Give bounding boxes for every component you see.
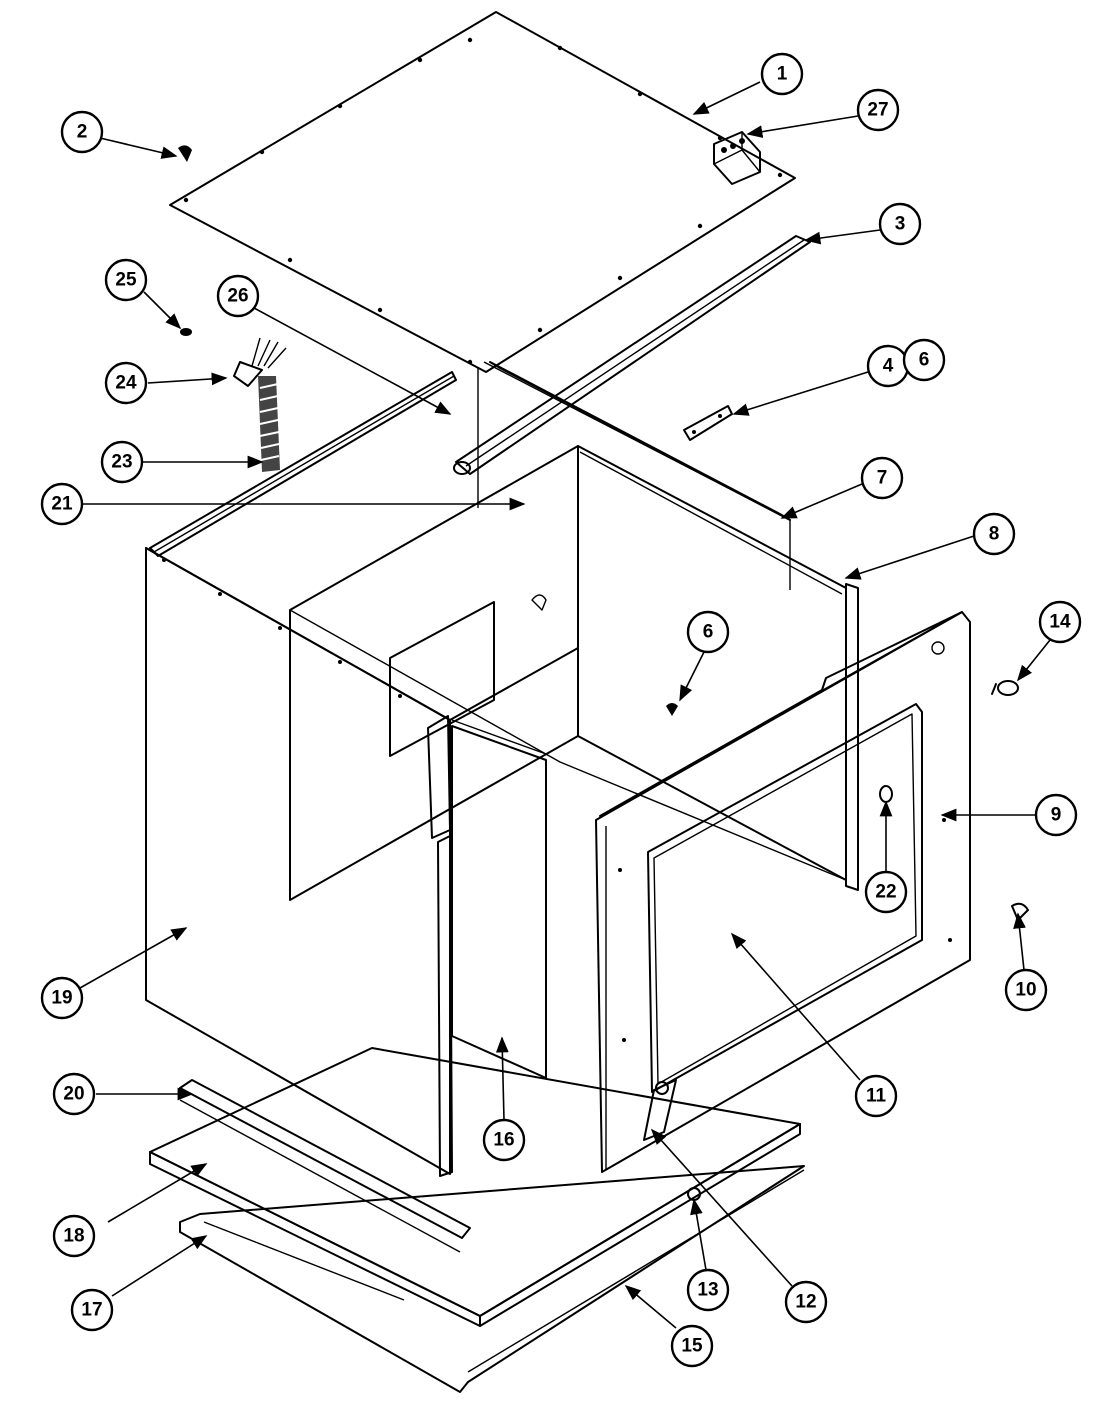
callout-12: 12: [784, 1280, 828, 1324]
screw-part-6: [666, 703, 678, 716]
face-frame: [595, 611, 971, 1173]
callout-label: 20: [63, 1084, 84, 1105]
callout-19: 19: [40, 976, 84, 1020]
callout-16: 16: [482, 1118, 526, 1162]
callout-label: 16: [493, 1130, 514, 1151]
callout-23: 23: [100, 440, 144, 484]
callout-label: 26: [227, 286, 248, 307]
callout-21: 21: [40, 482, 84, 526]
callout-label: 1: [777, 64, 788, 85]
callout-24: 24: [104, 361, 148, 405]
back-panel: [477, 361, 791, 590]
callout-label: 22: [875, 882, 896, 903]
callout-label: 6: [919, 350, 930, 371]
callout-1: 1: [760, 52, 804, 96]
clip-part-25: [180, 328, 192, 336]
callout-label: 24: [115, 373, 137, 394]
callout-8: 8: [972, 512, 1016, 556]
callout-label: 14: [1049, 612, 1071, 633]
callout-label: 3: [895, 214, 906, 235]
callout-label: 7: [877, 468, 888, 489]
callout-label: 12: [795, 1292, 816, 1313]
front-panel: [451, 719, 547, 1079]
callout-label: 11: [866, 1086, 887, 1107]
callout-3: 3: [878, 202, 922, 246]
callout-18: 18: [52, 1214, 96, 1258]
callout-label: 10: [1015, 980, 1036, 1001]
callout-15: 15: [670, 1324, 714, 1368]
callout-6-mid: 6: [686, 610, 730, 654]
callout-label: 15: [681, 1336, 703, 1357]
callout-2: 2: [60, 110, 104, 154]
callout-11: 11: [854, 1074, 898, 1118]
top-panel: [169, 11, 796, 373]
callout-14: 14: [1038, 600, 1082, 644]
part-22: [879, 785, 893, 803]
callout-9: 9: [1034, 793, 1078, 837]
callout-20: 20: [52, 1072, 96, 1116]
callout-label: 9: [1051, 805, 1062, 826]
part-10: [1011, 902, 1029, 921]
right-side-flange: [845, 583, 859, 891]
callout-27: 27: [856, 88, 900, 132]
callout-13: 13: [686, 1268, 730, 1312]
leader-lines: [79, 81, 1051, 1329]
callout-label: 27: [867, 100, 888, 121]
terminal-bracket: [713, 131, 761, 185]
callout-label: 17: [81, 1300, 102, 1321]
left-side-panel: [145, 547, 579, 1177]
callout-26: 26: [216, 274, 260, 318]
oven-liner: [289, 445, 847, 901]
callout-17: 17: [70, 1288, 114, 1332]
callout-10: 10: [1004, 968, 1048, 1012]
callout-label: 6: [703, 622, 714, 643]
left-top-rail: [149, 371, 457, 557]
callout-25: 25: [104, 258, 148, 302]
callout-label: 13: [697, 1280, 718, 1301]
callout-4: 4: [866, 344, 910, 388]
callout-label: 4: [883, 356, 894, 377]
callout-label: 8: [989, 524, 1000, 545]
callout-6-top: 6: [902, 338, 946, 382]
callout-7: 7: [860, 456, 904, 500]
screw-part-2: [178, 145, 192, 162]
callout-label: 21: [51, 494, 73, 515]
callout-label: 2: [77, 122, 88, 143]
callout-label: 25: [115, 270, 137, 291]
front-sill: [179, 1079, 471, 1253]
part-14: [991, 680, 1019, 696]
power-cord: [233, 337, 287, 472]
callout-label: 18: [63, 1226, 84, 1247]
bottom-tray: [179, 1165, 805, 1393]
callout-label: 19: [51, 988, 72, 1009]
callout-label: 23: [111, 452, 132, 473]
callout-22: 22: [864, 870, 908, 914]
bracket-part-4: [683, 405, 733, 441]
